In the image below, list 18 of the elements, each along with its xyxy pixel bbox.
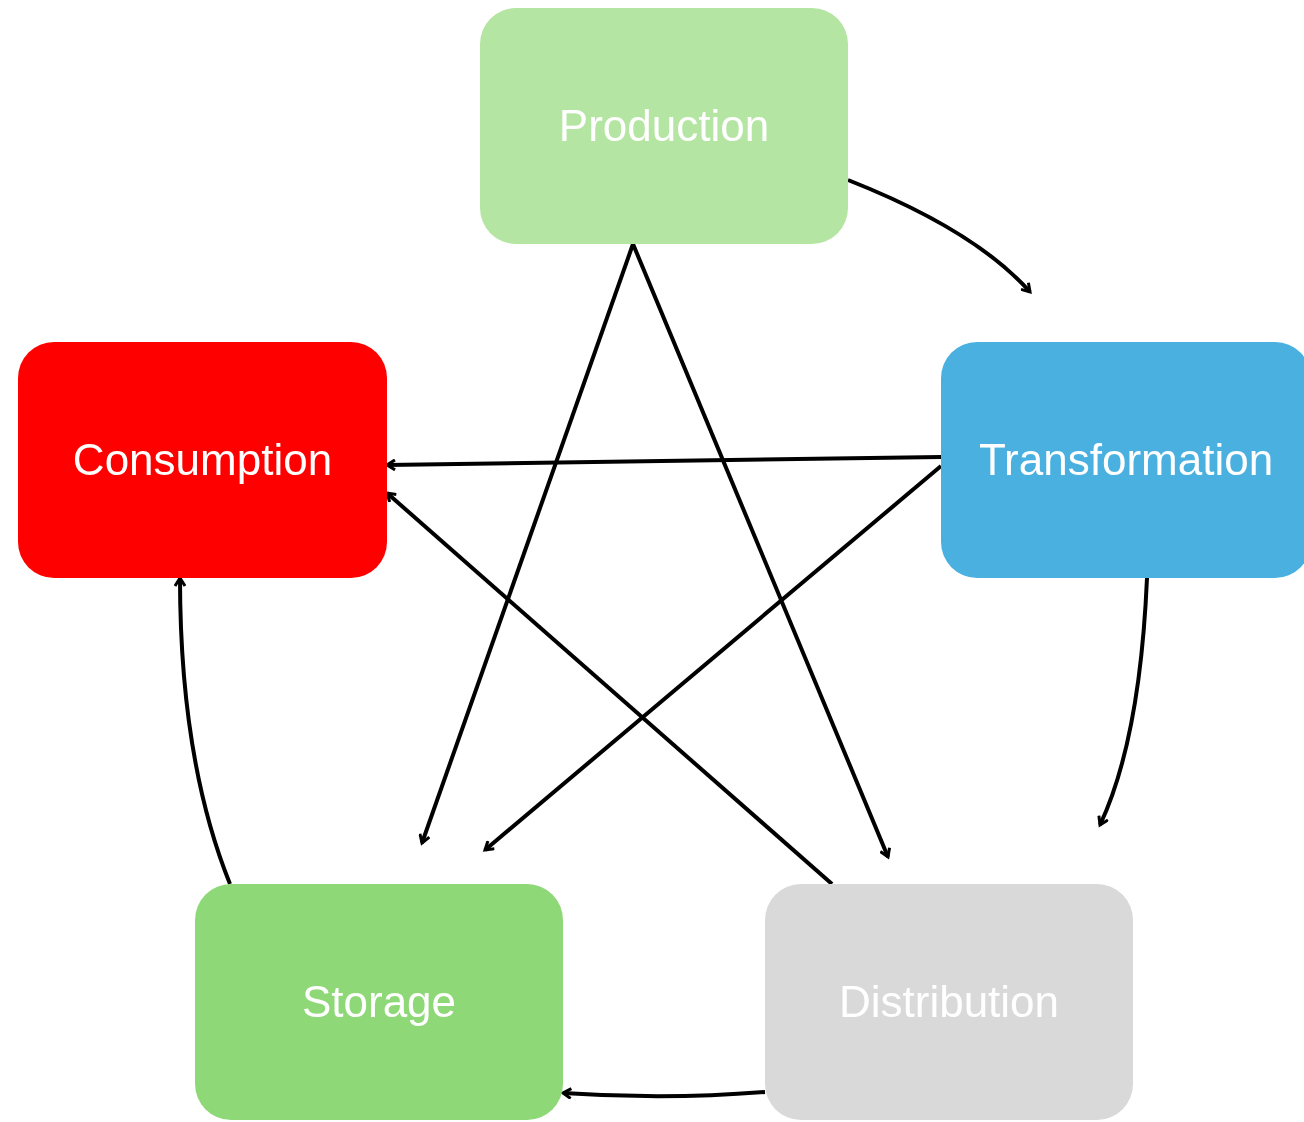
arrow <box>847 178 1032 294</box>
node-label: Consumption <box>72 434 333 486</box>
process-box <box>195 884 563 1120</box>
arrow <box>483 464 943 852</box>
node-label: Production <box>558 100 770 152</box>
arrow <box>385 491 834 886</box>
node-label: Transformation <box>978 434 1274 486</box>
process-box <box>480 8 848 244</box>
arrow <box>1097 577 1149 827</box>
arrow <box>631 243 892 859</box>
arrow <box>418 243 635 845</box>
process-box <box>941 342 1304 578</box>
process-box <box>765 884 1133 1120</box>
arrow <box>561 1087 766 1100</box>
node-label: Storage <box>301 976 457 1028</box>
process-box <box>18 342 387 578</box>
arrow <box>385 455 942 472</box>
arrow <box>173 576 232 885</box>
